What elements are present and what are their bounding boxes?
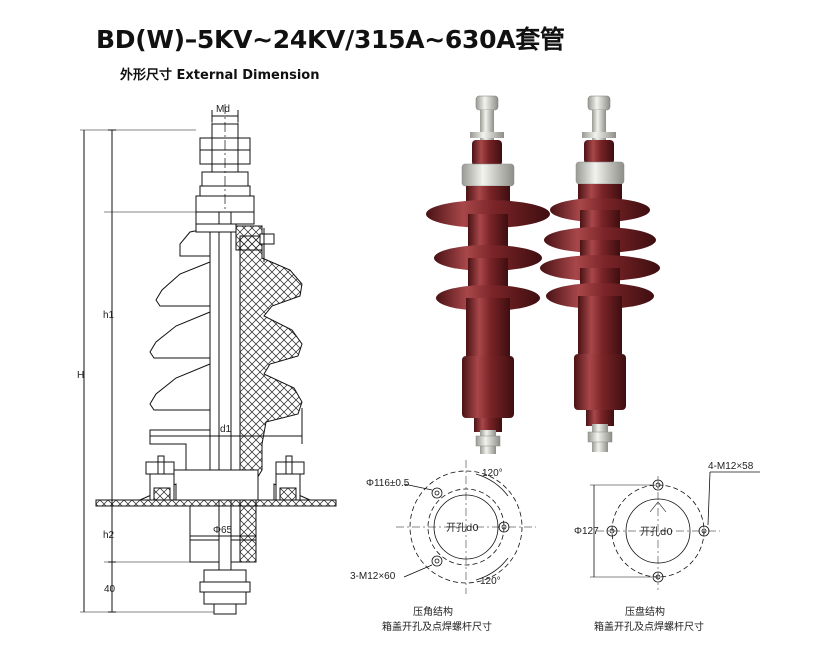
flange-left-bolts: 3-M12×60: [350, 571, 396, 582]
flange-pressing-angle: [396, 460, 536, 594]
flange-left-angle-top: 120°: [482, 468, 503, 479]
label-h1: h1: [103, 310, 115, 321]
flange-right-diameter: Φ127: [574, 526, 599, 537]
bushing-photo-right: [540, 95, 660, 452]
flange-left-caption2: 箱盖开孔及点焊螺杆尺寸: [382, 620, 492, 633]
flange-left-angle-bottom: 120°: [480, 576, 501, 587]
flange-right-bolts: 4-M12×58: [708, 461, 754, 472]
label-h2: h2: [103, 530, 115, 541]
label-40: 40: [104, 584, 116, 595]
label-d1: d1: [220, 424, 232, 435]
bushing-photo-left: [426, 95, 550, 454]
bushing-drawing: [80, 104, 337, 615]
flange-left-hole: 开孔d0: [446, 522, 479, 534]
flange-right-hole: 开孔d0: [640, 526, 673, 538]
label-phi65: Φ65: [213, 525, 233, 536]
flange-right-caption1: 压盘结构: [625, 605, 665, 618]
label-h: H: [77, 370, 84, 381]
flange-left-caption1: 压角结构: [413, 605, 453, 618]
section-subtitle: 外形尺寸 External Dimension: [120, 68, 320, 83]
label-md: Md: [216, 104, 230, 115]
flange-right-caption2: 箱盖开孔及点焊螺杆尺寸: [594, 620, 704, 633]
page-title: BD(W)–5KV~24KV/315A~630A套管: [96, 25, 565, 54]
flange-pressing-plate: [590, 471, 760, 590]
flange-left-diameter: Φ116±0.5: [366, 478, 410, 489]
